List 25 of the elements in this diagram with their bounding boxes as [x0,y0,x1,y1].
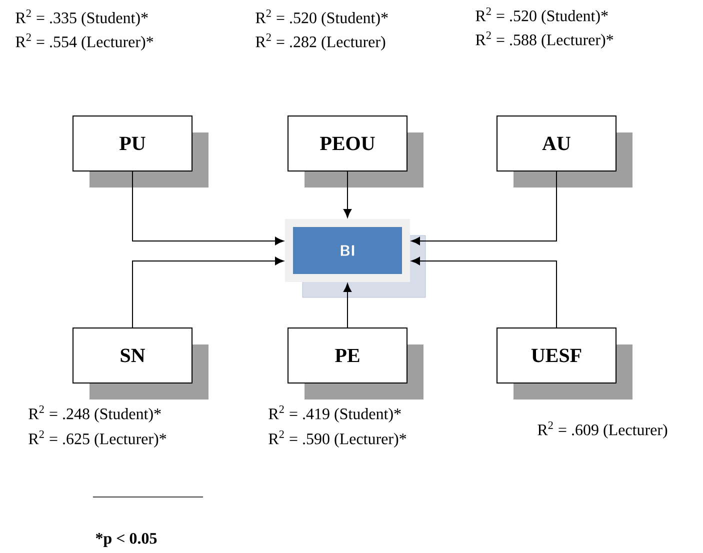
r-squared-label: R$^{2}$ = .248 (Student)* [28,405,161,423]
r-squared-label: R$^{2}$ = .590 (Lecturer)* [268,430,406,448]
construct-box: SN [72,328,192,384]
r-squared-label: R$^{2}$ = .520 (Student)* [476,7,608,25]
construct-box: PU [72,116,192,172]
footnote: *p < 0.05 [96,532,157,547]
arrow [343,283,352,328]
arrow [132,256,284,328]
r-squared-label: R$^{2}$ = .554 (Lecturer)* [16,33,154,51]
r-squared-label: R$^{2}$ = .588 (Lecturer)* [476,31,614,49]
r-squared-label: R$^{2}$ = .520 (Student)* [256,9,388,27]
highlighted-box: BI [285,219,410,282]
arrow [132,171,284,246]
r-squared-label: R$^{2}$ = .335 (Student)* [16,9,148,27]
construct-box: PEOU [288,116,408,172]
arrow [411,256,557,328]
construct-box: UESF [496,328,616,384]
r-squared-label: R$^{2}$ = .625 (Lecturer)* [28,430,166,448]
construct-box: AU [496,116,616,172]
arrow [343,171,352,218]
r-squared-label: R$^{2}$ = .609 (Lecturer) [538,421,668,439]
construct-box: PE [288,328,408,384]
r-squared-label: R$^{2}$ = .282 (Lecturer) [256,33,386,51]
arrow [411,171,557,246]
r-squared-label: R$^{2}$ = .419 (Student)* [268,405,401,423]
